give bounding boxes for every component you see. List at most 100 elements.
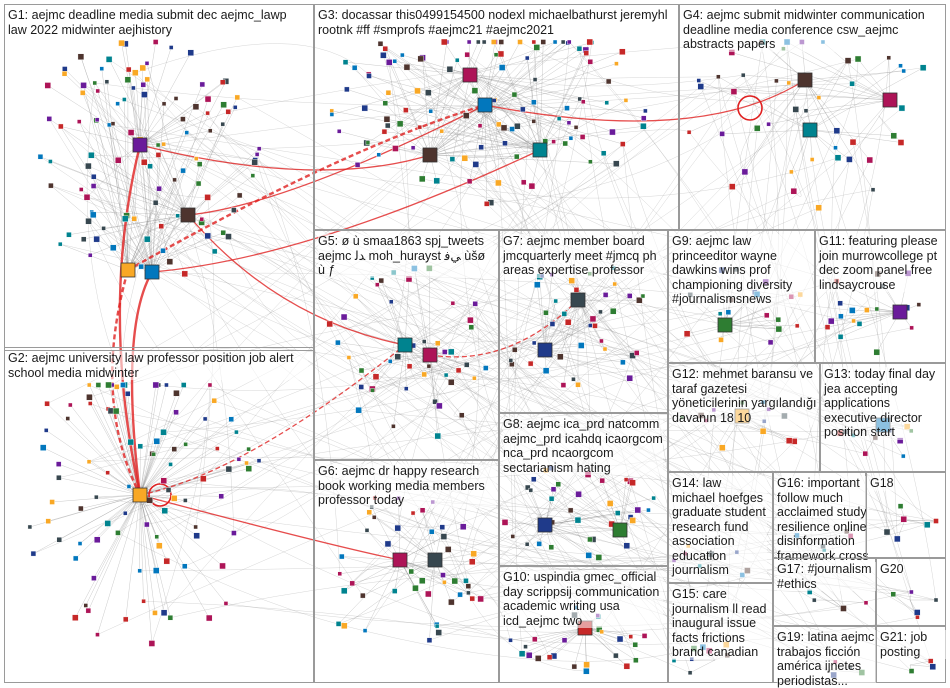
edge [404, 344, 475, 379]
edge [121, 43, 141, 146]
graph-node [225, 109, 231, 115]
edge [544, 267, 614, 351]
graph-node [846, 156, 853, 163]
self-loop [148, 483, 172, 507]
graph-node [391, 424, 396, 429]
edge [79, 494, 141, 544]
graph-node [187, 49, 194, 56]
edge [619, 481, 631, 531]
graph-node [250, 173, 256, 178]
graph-node [236, 457, 242, 462]
hub-node [392, 552, 408, 568]
graph-node [477, 595, 484, 603]
graph-node [195, 180, 202, 187]
graph-node [225, 465, 233, 473]
edge [404, 344, 462, 416]
edge [364, 559, 401, 631]
graph-node [144, 235, 151, 243]
graph-node [457, 591, 463, 598]
graph-node [588, 323, 593, 328]
edge [354, 67, 431, 156]
graph-node [155, 152, 162, 158]
group-label-g6: G6: aejmc dr happy research book working… [318, 464, 496, 508]
edge [64, 68, 141, 146]
graph-node [251, 159, 258, 166]
edge [429, 67, 503, 156]
graph-node [606, 500, 614, 507]
edge [139, 112, 208, 146]
graph-node [340, 313, 348, 321]
edge [809, 67, 924, 131]
graph-node [417, 55, 424, 63]
graph-node [897, 503, 904, 509]
edge [904, 519, 937, 522]
edge [388, 92, 541, 151]
edge [904, 519, 928, 526]
hub-node [477, 97, 493, 113]
edge [127, 215, 178, 271]
graph-node [844, 57, 852, 64]
graph-node [45, 518, 51, 524]
graph-node [571, 663, 578, 670]
edge [809, 60, 849, 131]
graph-node [114, 384, 120, 390]
edge [139, 111, 229, 146]
edge [339, 131, 431, 156]
graph-node [901, 453, 906, 459]
edge [429, 303, 476, 356]
edge [43, 447, 141, 496]
edge [378, 74, 471, 155]
graph-node [455, 57, 460, 63]
graph-node [44, 82, 52, 89]
edge [405, 104, 486, 111]
edge [545, 470, 621, 531]
graph-node [862, 450, 868, 457]
group-box-g1 [4, 4, 314, 351]
graph-node [442, 580, 447, 585]
edge [429, 60, 458, 156]
graph-node [450, 301, 456, 306]
edge [139, 106, 197, 146]
graph-node [85, 162, 92, 170]
graph-node [153, 567, 160, 574]
graph-node [517, 39, 523, 45]
edge [909, 660, 931, 666]
edge [475, 149, 541, 165]
graph-node [377, 41, 384, 47]
edge [352, 559, 436, 584]
graph-node [85, 218, 92, 225]
edge [80, 56, 215, 252]
edge [195, 106, 723, 448]
edge [480, 355, 633, 600]
graph-node [532, 77, 538, 82]
edge [133, 144, 141, 219]
graph-node [643, 108, 648, 114]
graph-node [629, 517, 636, 524]
hub-node [797, 72, 813, 88]
edge [500, 53, 541, 151]
graph-node [329, 112, 335, 117]
graph-node [56, 474, 62, 481]
edge [343, 316, 431, 356]
graph-node [364, 528, 370, 533]
graph-node [575, 382, 581, 388]
graph-node [380, 52, 387, 59]
group-label-g13: G13: today final day jea accepting appli… [824, 367, 944, 440]
graph-node [171, 495, 178, 502]
graph-node [493, 52, 499, 57]
edge [718, 76, 811, 131]
hub-node [120, 262, 136, 278]
graph-node [65, 416, 70, 421]
edge [146, 63, 189, 216]
edge [358, 354, 431, 411]
edge [139, 494, 222, 497]
graph-node [94, 117, 100, 122]
graph-node [803, 108, 809, 113]
graph-node [640, 123, 647, 130]
graph-node [66, 232, 72, 238]
graph-node [472, 301, 478, 307]
graph-node [200, 475, 207, 482]
edge [381, 280, 406, 346]
edge [399, 74, 471, 125]
edge [484, 79, 806, 122]
